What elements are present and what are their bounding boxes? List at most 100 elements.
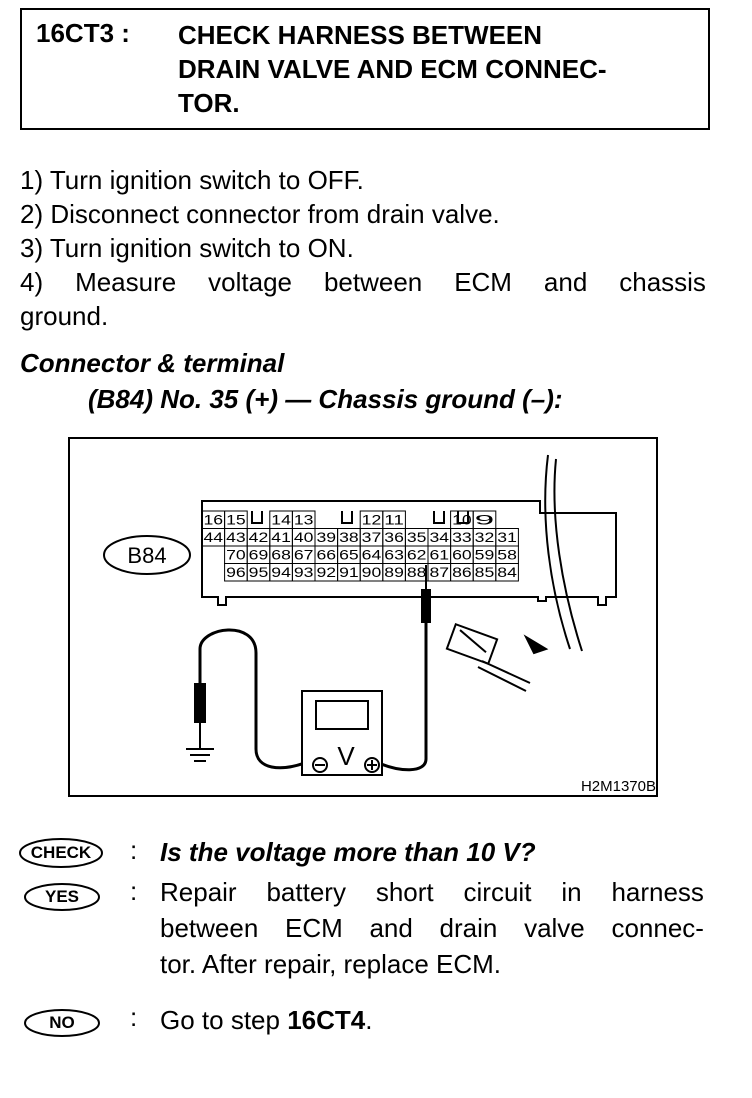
yes-answer-line: Repair battery short circuit in harness — [160, 874, 704, 910]
word: short — [375, 877, 434, 907]
word: valve — [524, 913, 585, 943]
harness-bundle — [544, 454, 583, 652]
no-answer-suffix: . — [365, 1005, 373, 1035]
yes-colon: : — [130, 876, 138, 906]
terminal-number: 95 — [249, 564, 269, 580]
terminal-number: 66 — [317, 547, 337, 563]
word: connec- — [611, 913, 704, 943]
procedure-step: 1) Turn ignition switch to OFF. — [20, 165, 364, 195]
terminal-number: 60 — [452, 547, 472, 563]
terminal-number: 89 — [384, 564, 404, 580]
yes-answer-line: between ECM and drain valve connec- — [160, 910, 704, 946]
word: voltage — [208, 267, 292, 297]
terminal-number: 86 — [452, 564, 472, 580]
terminal-number: 58 — [497, 547, 517, 563]
terminal-number: 61 — [430, 547, 450, 563]
figure-code: H2M1370B — [581, 778, 656, 795]
terminal-number: 36 — [384, 529, 404, 545]
terminal-number: 62 — [407, 547, 427, 563]
step-title-line: CHECK HARNESS BETWEEN — [178, 20, 543, 50]
word: circuit — [463, 877, 532, 907]
word: Repair — [160, 877, 237, 907]
terminal-number: 33 — [452, 529, 472, 545]
no-answer-step-link: 16CT4 — [287, 1005, 366, 1035]
connector-notches — [251, 511, 469, 524]
terminal-number: 59 — [475, 547, 495, 563]
no-colon: : — [130, 1002, 138, 1032]
no-badge-label: NO — [49, 1013, 75, 1032]
drain-valve-connector — [445, 622, 549, 692]
procedure-step-continued: ground. — [20, 301, 109, 331]
terminal-number: 32 — [475, 529, 495, 545]
minus-terminal-icon — [312, 757, 328, 773]
terminal-number: 92 — [317, 564, 337, 580]
terminal-number: 9 — [475, 512, 495, 528]
yes-answer-line: tor. After repair, replace ECM. — [160, 949, 502, 979]
terminal-number: 10 — [452, 512, 472, 528]
no-badge: NO — [22, 1006, 102, 1040]
terminal-number: 87 — [430, 564, 450, 580]
terminal-number: 85 — [475, 564, 495, 580]
word: ECM — [285, 913, 343, 943]
connector-terminal-label: Connector & terminal — [20, 348, 285, 378]
voltmeter-display — [315, 700, 369, 730]
terminal-number: 96 — [226, 564, 246, 580]
terminal-number: 64 — [362, 547, 382, 563]
step-title: CHECK HARNESS BETWEEN DRAIN VALVE AND EC… — [178, 18, 698, 120]
word: and — [369, 913, 413, 943]
step-header: 16CT3 : CHECK HARNESS BETWEEN DRAIN VALV… — [20, 8, 710, 130]
terminal-number: 31 — [497, 529, 517, 545]
connector-id: B84 — [127, 543, 166, 568]
word: chassis — [619, 267, 706, 297]
word: harness — [611, 877, 704, 907]
word: battery — [266, 877, 346, 907]
terminal-number: 68 — [271, 547, 291, 563]
check-question: Is the voltage more than 10 V? — [160, 837, 536, 867]
word: in — [561, 877, 582, 907]
check-badge-label: CHECK — [30, 843, 92, 862]
terminal-number: 14 — [271, 512, 291, 528]
terminal-number: 43 — [226, 529, 246, 545]
terminal-number: 88 — [407, 564, 427, 580]
connector-label-ellipse — [103, 535, 191, 575]
procedure-step: 3) Turn ignition switch to ON. — [20, 233, 354, 263]
yes-answer: Repair battery short circuit in harness betwe… — [160, 874, 704, 982]
plus-terminal-icon — [364, 757, 380, 773]
terminal-number: 67 — [294, 547, 314, 563]
word: and — [543, 267, 588, 297]
ground-symbol — [186, 723, 214, 762]
terminal-number: 41 — [271, 529, 291, 545]
no-answer: Go to step 16CT4. — [160, 1002, 704, 1038]
step-title-line: DRAIN VALVE AND ECM CONNEC- — [178, 54, 607, 84]
terminal-number: 91 — [339, 564, 359, 580]
terminal-number: 12 — [362, 512, 382, 528]
connector-terminal-spec: (B84) No. 35 (+) — Chassis ground (–): — [88, 384, 563, 414]
step-title-line: TOR. — [178, 88, 240, 118]
ecm-connector-body — [201, 500, 617, 606]
word: between — [323, 267, 423, 297]
step-code: 16CT3 : — [36, 18, 130, 48]
ground-probe — [194, 683, 206, 723]
procedure-step: 2) Disconnect connector from drain valve… — [20, 199, 500, 229]
procedure-steps: 1) Turn ignition switch to OFF. 2) Disco… — [20, 163, 706, 333]
terminal-number: 94 — [271, 564, 291, 580]
terminal-number: 65 — [339, 547, 359, 563]
terminal-number: 38 — [339, 529, 359, 545]
voltmeter-symbol: V — [337, 741, 355, 771]
no-answer-prefix: Go to step — [160, 1005, 288, 1035]
terminal-number: 34 — [430, 529, 450, 545]
terminal-number: 63 — [384, 547, 404, 563]
terminal-number: 40 — [294, 529, 314, 545]
ground-lead — [198, 628, 311, 770]
terminal-number: 15 — [226, 512, 246, 528]
word: ECM — [454, 267, 512, 297]
terminal-number: 70 — [226, 547, 246, 563]
word: between — [160, 913, 259, 943]
terminal-number: 69 — [249, 547, 269, 563]
word: drain — [439, 913, 498, 943]
yes-badge-label: YES — [44, 887, 80, 906]
terminal-number: 35 — [407, 529, 427, 545]
